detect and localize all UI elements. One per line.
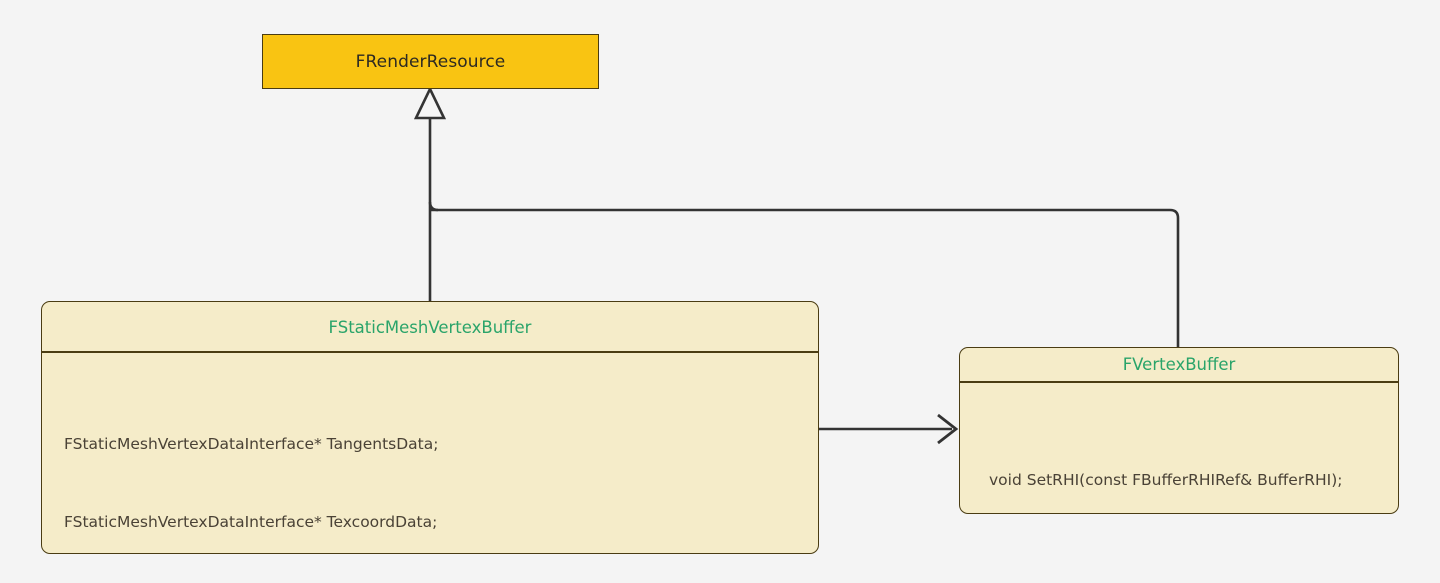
class-member: FStaticMeshVertexDataInterface* Texcoord… [64,513,438,531]
class-members-fvertexbuffer: void SetRHI(const FBufferRHIRef& BufferR… [960,382,1398,513]
inheritance-triangle-icon [413,86,447,120]
class-header-divider [42,351,818,353]
class-title-fvertexbuffer: FVertexBuffer [1122,355,1236,374]
class-box-frenderresource[interactable]: FRenderResource [262,34,599,89]
class-title-frenderresource: FRenderResource [355,51,506,72]
open-arrowhead-icon [937,413,959,445]
class-member: void SetRHI(const FBufferRHIRef& BufferR… [989,471,1343,489]
class-box-fstaticmeshvertexbuffer[interactable]: FStaticMeshVertexBuffer FStaticMeshVerte… [41,301,819,554]
class-member: FStaticMeshVertexDataInterface* Tangents… [64,435,439,453]
association-connector-group [819,413,959,445]
class-title-fstaticmeshvertexbuffer: FStaticMeshVertexBuffer [328,318,532,337]
class-members-fstaticmeshvertexbuffer: FStaticMeshVertexDataInterface* Tangents… [42,353,818,553]
class-header-divider [960,381,1398,383]
class-box-fvertexbuffer[interactable]: FVertexBuffer void SetRHI(const FBufferR… [959,347,1399,514]
generalization-branch-elbow [428,201,439,212]
